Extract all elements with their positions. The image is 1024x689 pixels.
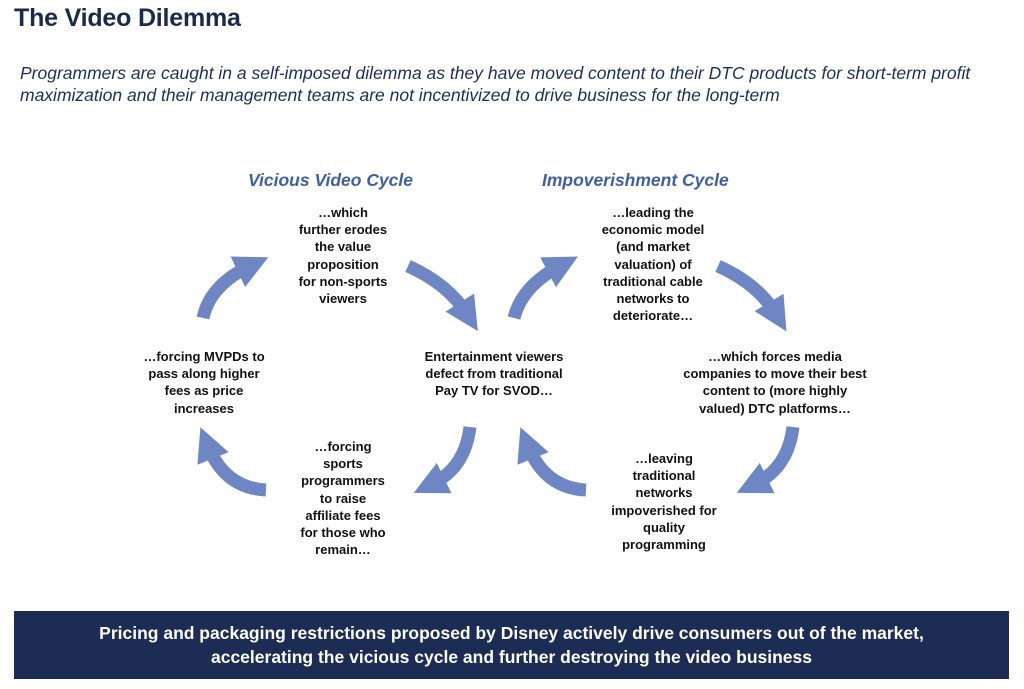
page-title: The Video Dilemma [14,4,241,32]
arrow-erodes-to-center [405,260,478,332]
arrow-mvpds-to-erodes [196,256,269,320]
node-dtc-platforms: …which forces media companies to move th… [683,349,867,416]
impoverishment-cycle-title: Impoverishment Cycle [542,170,729,190]
arrow-center-to-sports [413,426,477,494]
conclusion-banner: Pricing and packaging restrictions propo… [14,611,1009,679]
page-subtitle: Programmers are caught in a self-imposed… [20,63,971,105]
node-economic-model: …leading the economic model (and market … [601,205,705,324]
node-forcing-mvpds: …forcing MVPDs to pass along higher fees… [143,349,265,416]
arrow-dtc-to-leaving [736,426,800,494]
banner-text: Pricing and packaging restrictions propo… [99,623,924,667]
arrow-economic-to-dtc [715,260,787,332]
arrow-center-to-economic [507,256,578,320]
node-erodes-value: …which further erodes the value proposit… [298,205,388,307]
arrow-sports-to-mvpds [197,427,267,497]
vicious-cycle-title: Vicious Video Cycle [248,170,414,190]
node-viewers-defect: Entertainment viewers defect from tradit… [424,349,564,399]
node-leaving-networks: …leaving traditional networks impoverish… [611,451,717,553]
arrow-leaving-to-center [517,427,587,497]
node-sports-programmers: …forcing sports programmers to raise aff… [300,439,386,558]
